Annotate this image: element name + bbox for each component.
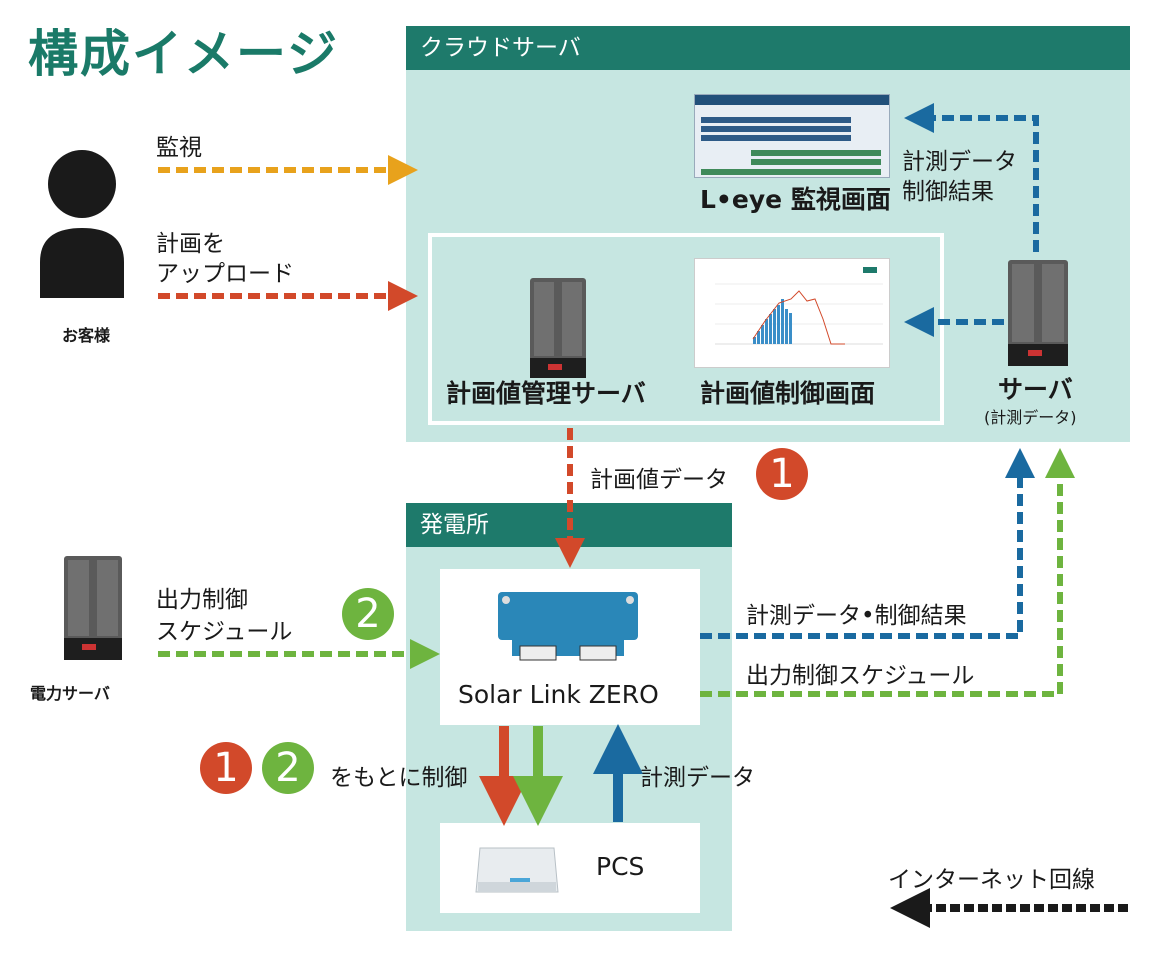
badge-two: 2 bbox=[342, 588, 394, 640]
measure-and-result-label: 計測データ•制御結果 bbox=[746, 603, 967, 629]
measure-data-label: 計測データ bbox=[640, 765, 755, 791]
plan-chart-graphic bbox=[715, 267, 883, 345]
output-schedule-label-line1: 出力制御 bbox=[156, 587, 248, 613]
upload-label-line2: アップロード bbox=[156, 261, 294, 287]
pcs-label: PCS bbox=[596, 852, 645, 881]
plan-system-frame bbox=[428, 233, 944, 425]
solar-link-device-icon bbox=[498, 592, 638, 661]
output-schedule-label-line2: スケジュール bbox=[156, 619, 293, 645]
power-server-label: 電力サーバ bbox=[30, 684, 110, 703]
leye-monitor-screenshot bbox=[694, 94, 890, 178]
cloud-server-icon bbox=[1008, 260, 1068, 366]
control-badge-one: 1 bbox=[200, 742, 252, 794]
measure-result-label-line1: 計測データ bbox=[902, 149, 1017, 175]
pcs-device-icon bbox=[475, 847, 559, 893]
plan-server-label: 計画値管理サーバ bbox=[446, 379, 646, 408]
plan-control-screenshot bbox=[694, 258, 890, 368]
control-badge-two: 2 bbox=[262, 742, 314, 794]
cloud-server-header: クラウドサーバ bbox=[406, 26, 1130, 70]
plan-screen-label: 計画値制御画面 bbox=[700, 379, 876, 408]
measure-result-label-line2: 制御結果 bbox=[902, 179, 994, 205]
leye-screen-label: L•eye 監視画面 bbox=[700, 185, 891, 214]
customer-person-icon bbox=[40, 150, 124, 298]
control-basis-label: をもとに制御 bbox=[330, 765, 468, 791]
plan-data-label: 計画値データ bbox=[590, 467, 728, 493]
customer-label: お客様 bbox=[62, 326, 111, 345]
solar-link-label: Solar Link ZERO bbox=[458, 680, 659, 709]
upload-label-line1: 計画を bbox=[156, 231, 225, 257]
legend-internet-label: インターネット回線 bbox=[888, 867, 1095, 893]
page-title: 構成イメージ bbox=[28, 25, 339, 83]
output-schedule-return-label: 出力制御スケジュール bbox=[746, 663, 975, 689]
server-label: サーバ bbox=[998, 375, 1073, 404]
power-server-icon bbox=[64, 556, 122, 660]
server-sub-label: (計測データ) bbox=[984, 408, 1077, 427]
monitor-label: 監視 bbox=[156, 135, 202, 161]
plan-server-icon bbox=[530, 278, 586, 378]
badge-one: 1 bbox=[756, 448, 808, 500]
